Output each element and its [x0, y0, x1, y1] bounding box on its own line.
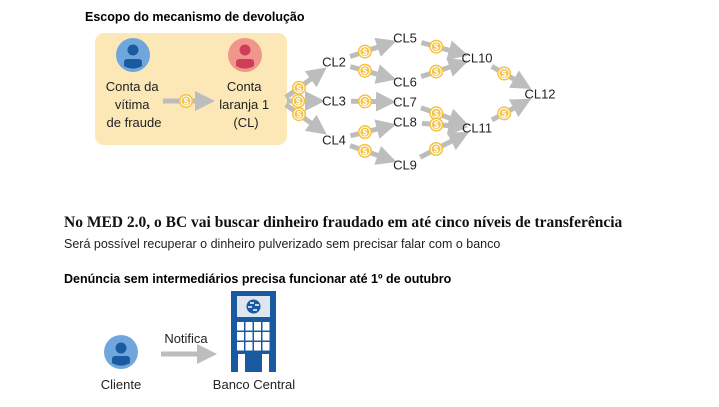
- svg-text:$: $: [434, 109, 439, 119]
- svg-text:$: $: [434, 145, 439, 155]
- account-node-cl8: CL8: [393, 115, 417, 130]
- client-label: Cliente: [101, 377, 141, 392]
- account-node-cl6: CL6: [393, 75, 417, 90]
- coin-icon: $: [429, 142, 444, 157]
- bank-label: Banco Central: [213, 377, 295, 392]
- svg-text:$: $: [502, 69, 507, 79]
- central-bank-building-icon: [231, 291, 276, 372]
- victim-avatar-icon: [116, 38, 150, 72]
- account-node-cl9: CL9: [393, 158, 417, 173]
- account-node-cl12: CL12: [524, 87, 555, 102]
- mule-label: Conta laranja 1 (CL): [219, 79, 273, 130]
- svg-text:$: $: [362, 146, 367, 156]
- svg-text:$: $: [296, 97, 301, 107]
- coin-icon: $: [291, 80, 306, 95]
- coin-icon: $: [357, 125, 372, 140]
- mule-avatar-icon: [228, 38, 262, 72]
- svg-text:$: $: [296, 110, 301, 120]
- svg-text:$: $: [434, 120, 439, 130]
- svg-text:$: $: [362, 66, 367, 76]
- coin-icon: $: [357, 63, 372, 78]
- account-node-cl5: CL5: [393, 31, 417, 46]
- svg-text:$: $: [183, 97, 188, 107]
- account-node-cl2: CL2: [322, 55, 346, 70]
- svg-text:$: $: [502, 109, 507, 119]
- notify-label: Notifica: [164, 331, 208, 346]
- client-avatar-icon: [104, 335, 138, 369]
- svg-text:$: $: [434, 67, 439, 77]
- account-node-cl10: CL10: [461, 51, 492, 66]
- coin-icon: $: [291, 94, 306, 108]
- svg-text:$: $: [434, 42, 439, 52]
- account-node-cl7: CL7: [393, 95, 417, 110]
- coin-icon: $: [291, 107, 306, 122]
- coin-icon: $: [179, 94, 193, 108]
- coin-icon: $: [357, 143, 372, 158]
- coin-icon: $: [429, 64, 444, 79]
- scope-title: Escopo do mecanismo de devolução: [85, 10, 305, 24]
- report-title: Denúncia sem intermediários precisa func…: [64, 272, 452, 286]
- headline: No MED 2.0, o BC vai buscar dinheiro fra…: [64, 214, 623, 231]
- coin-icon: $: [357, 44, 372, 59]
- coin-icon: $: [497, 106, 512, 121]
- account-node-cl3: CL3: [322, 94, 346, 109]
- svg-text:$: $: [362, 128, 367, 138]
- coin-icon: $: [357, 94, 372, 109]
- subtitle: Será possível recuperar o dinheiro pulve…: [64, 237, 501, 251]
- coin-icon: $: [497, 66, 512, 81]
- victim-label: Conta da vítima de fraude: [106, 79, 162, 130]
- coin-icon: $: [429, 39, 444, 54]
- account-node-cl4: CL4: [322, 133, 346, 148]
- svg-text:$: $: [296, 83, 301, 93]
- svg-text:$: $: [362, 97, 367, 107]
- svg-text:$: $: [362, 47, 367, 57]
- coin-icon: $: [429, 117, 444, 132]
- account-node-cl11: CL11: [462, 121, 492, 136]
